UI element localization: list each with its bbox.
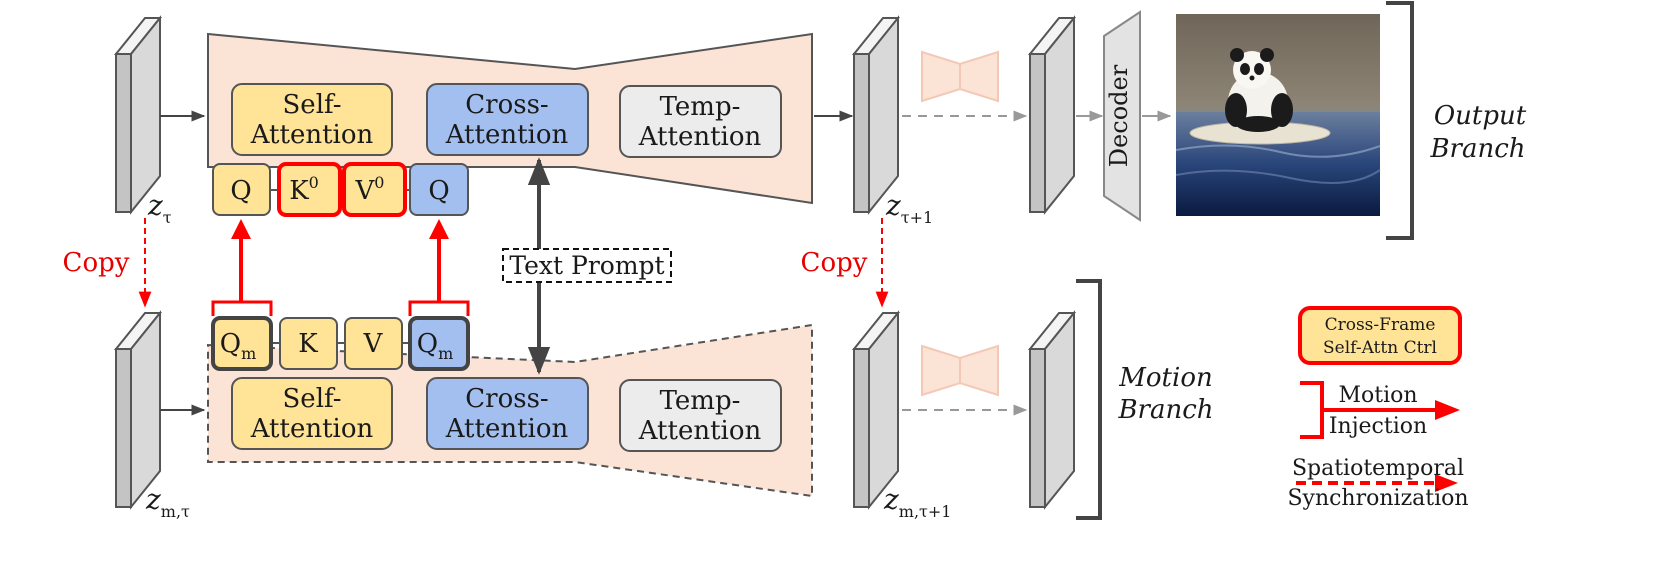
latent-z-tau <box>113 15 163 215</box>
motion-k-box: K <box>279 317 338 370</box>
svg-text:Spatiotemporal: Spatiotemporal <box>1292 456 1464 481</box>
latent-z-m-tau <box>113 310 163 510</box>
copy-label-right: Copy <box>801 248 868 278</box>
legend-motion-injection: Motion Injection <box>1300 381 1460 439</box>
svg-text:Attention: Attention <box>250 414 374 444</box>
svg-text:Cross-: Cross- <box>465 90 548 120</box>
motion-cross-attention-block: Cross- Attention <box>426 377 589 450</box>
svg-text:K: K <box>298 329 318 359</box>
copy-label-left: Copy <box>63 248 130 278</box>
text-prompt-label: Text Prompt <box>509 251 664 280</box>
decoder-label: Decoder <box>1105 64 1133 167</box>
output-image-panda <box>1175 14 1381 216</box>
output-self-attention-block: Self- Attention <box>231 83 393 156</box>
svg-text:Qm: Qm <box>220 329 257 363</box>
motion-branch-label-line1: Motion <box>1118 363 1212 393</box>
svg-text:K0: K0 <box>289 173 319 206</box>
latent-z-m-tau-label: zm,τ <box>145 483 190 521</box>
motion-qm-box: Qm <box>211 316 273 371</box>
svg-text:V0: V0 <box>355 173 385 206</box>
latent-z-tau-label: zτ <box>147 189 172 227</box>
svg-text:Self-: Self- <box>283 384 342 414</box>
latent-final-output <box>1027 15 1077 215</box>
svg-text:Attention: Attention <box>638 122 762 152</box>
svg-text:Q: Q <box>428 176 449 206</box>
legend-sync: Spatiotemporal Synchronization <box>1287 456 1468 511</box>
latent-z-tau1 <box>851 15 901 215</box>
output-branch-label-line1: Output <box>1434 101 1527 131</box>
svg-text:Motion: Motion <box>1338 383 1417 408</box>
svg-text:Cross-Frame: Cross-Frame <box>1325 315 1436 335</box>
motion-injection-bracket-right <box>408 300 470 316</box>
output-temp-attention-block: Temp- Attention <box>619 85 782 158</box>
motion-self-attention-block: Self- Attention <box>231 377 393 450</box>
legend-cross-frame: Cross-Frame Self-Attn Ctrl <box>1298 306 1462 365</box>
motion-v-box: V <box>344 317 403 370</box>
svg-text:Self-Attn Ctrl: Self-Attn Ctrl <box>1323 338 1437 358</box>
output-cross-attention-block: Cross- Attention <box>426 83 589 156</box>
output-q-box: Q <box>212 163 271 216</box>
latent-z-m-tau1-label: zm,τ+1 <box>883 483 951 521</box>
legend: Cross-Frame Self-Attn Ctrl Motion Inject… <box>1287 306 1469 511</box>
output-branch-label-line2: Branch <box>1429 134 1525 164</box>
motion-injection-bracket-left <box>211 300 273 316</box>
svg-text:Q: Q <box>230 176 251 206</box>
output-branch-bracket <box>1386 1 1414 240</box>
svg-text:Temp-: Temp- <box>660 386 741 416</box>
decoder-block: Decoder <box>1103 10 1141 222</box>
svg-text:Self-: Self- <box>283 90 342 120</box>
svg-text:Temp-: Temp- <box>660 92 741 122</box>
text-prompt-box: Text Prompt <box>502 248 672 283</box>
motion-branch-bracket <box>1076 279 1102 520</box>
svg-text:Attention: Attention <box>445 120 569 150</box>
motion-qm2-box: Qm <box>408 316 470 371</box>
output-v0-box: V0 <box>342 162 407 217</box>
latent-z-m-tau1 <box>851 310 901 510</box>
svg-text:Attention: Attention <box>638 416 762 446</box>
svg-text:Synchronization: Synchronization <box>1287 486 1468 511</box>
svg-text:Injection: Injection <box>1329 414 1427 439</box>
latent-motion-final <box>1027 310 1077 510</box>
motion-temp-attention-block: Temp- Attention <box>619 379 782 452</box>
panda-head <box>1233 51 1271 89</box>
motion-branch: zm,τ Self- Attention Cross- Attention Te… <box>113 279 1214 521</box>
motion-branch-label-line2: Branch <box>1117 395 1213 425</box>
output-branch: zτ Self- Attention Cross- Attention Temp… <box>113 1 1527 240</box>
svg-text:Attention: Attention <box>250 120 374 150</box>
svg-text:Attention: Attention <box>445 414 569 444</box>
svg-text:V: V <box>363 329 384 359</box>
output-k0-box: K0 <box>277 162 342 217</box>
svg-text:Qm: Qm <box>417 329 454 363</box>
svg-text:Cross-: Cross- <box>465 384 548 414</box>
latent-z-tau1-label: zτ+1 <box>885 189 933 227</box>
output-q2-box: Q <box>409 163 469 216</box>
